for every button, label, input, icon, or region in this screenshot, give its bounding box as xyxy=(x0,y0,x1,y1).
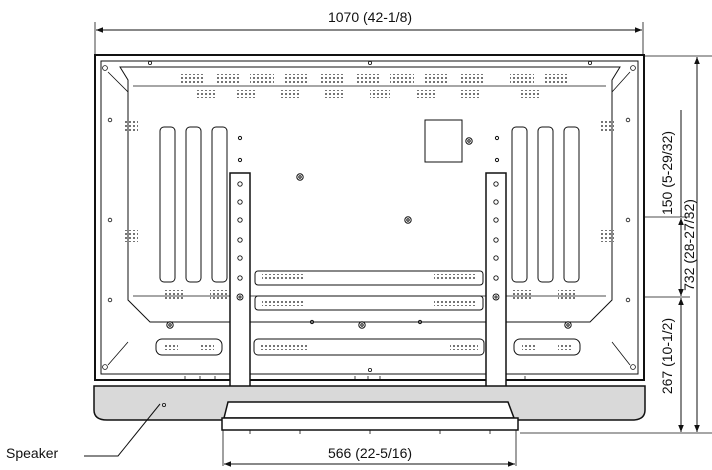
mount-height-label: 732 (28-27/32) xyxy=(681,199,697,291)
stand-height-label: 267 (10-1/2) xyxy=(659,318,675,394)
speaker-leader-line xyxy=(84,403,161,457)
stand-post-right xyxy=(485,172,507,402)
stand-base xyxy=(221,401,519,434)
stand-width-label: 566 (22-5/16) xyxy=(328,445,412,461)
vesa-spacing-label: 150 (5-29/32) xyxy=(659,131,675,215)
overall-width-label: 1070 (42-1/8) xyxy=(328,9,412,25)
tv-chassis xyxy=(94,54,645,381)
speaker-callout-label: Speaker xyxy=(6,445,58,461)
stand-post-left xyxy=(229,172,251,402)
